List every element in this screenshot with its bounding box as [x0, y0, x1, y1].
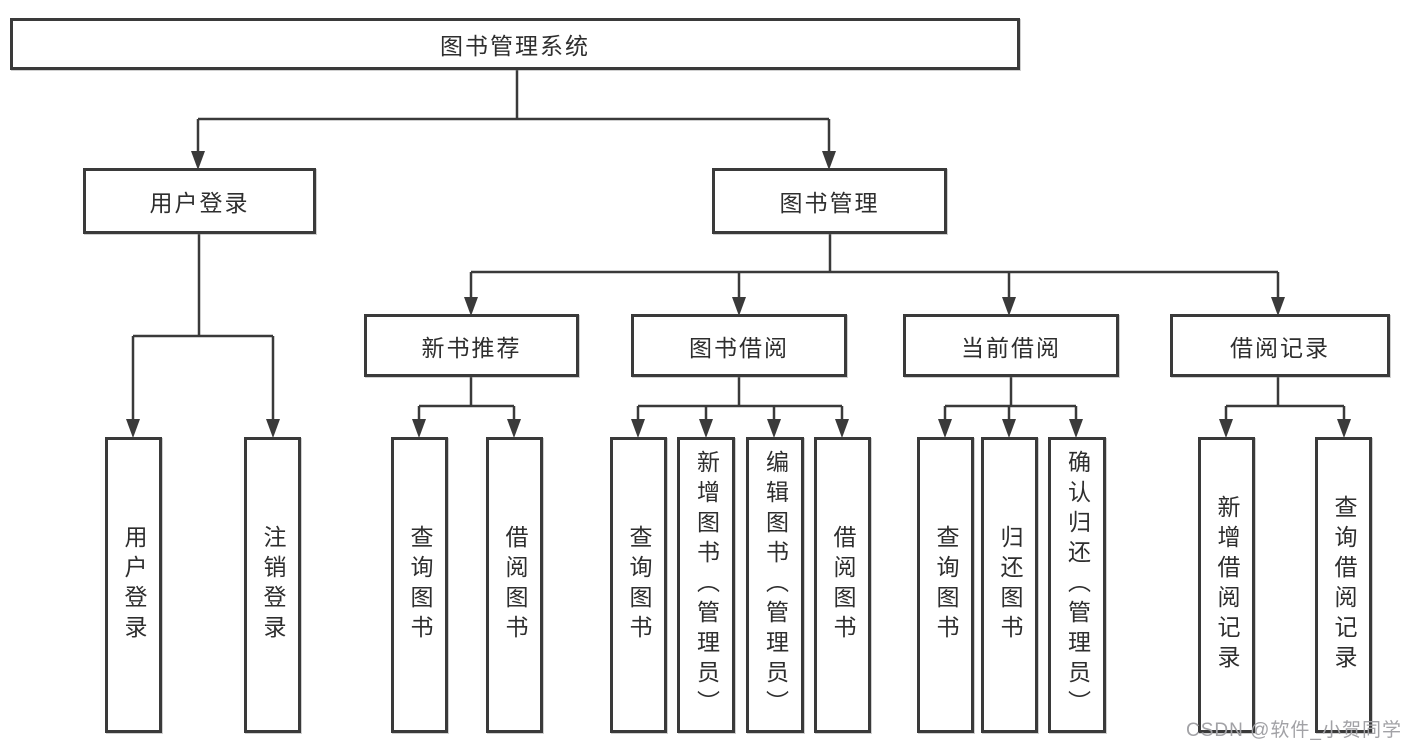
node-user-login: 用户登录	[83, 168, 316, 234]
leaf-logout: 注销登录	[244, 437, 301, 733]
node-label: 用户登录	[149, 190, 250, 216]
node-library-system-root: 图书管理系统	[10, 18, 1020, 70]
node-label: 查询图书	[626, 525, 652, 645]
connector-book-borrow-children	[636, 377, 844, 420]
connector-user-login-children	[131, 234, 275, 420]
connector-current-borrow-children	[943, 377, 1078, 420]
node-label: 新增借阅记录	[1214, 495, 1240, 675]
connector-book-management-children	[469, 234, 1280, 299]
connector-root-to-level2	[196, 70, 831, 152]
node-borrow-records: 借阅记录	[1170, 314, 1390, 377]
leaf-edit-books-admin: 编辑图书（管理员）	[746, 437, 804, 733]
leaf-query-books-borrow: 查询图书	[610, 437, 667, 733]
node-label: 新书推荐	[421, 334, 522, 361]
node-current-borrow: 当前借阅	[903, 314, 1119, 377]
watermark: CSDN @软件_小贺同学	[1186, 720, 1402, 741]
leaf-query-books-current: 查询图书	[917, 437, 974, 733]
leaf-add-books-admin: 新增图书（管理员）	[677, 437, 735, 733]
connector-borrow-records-children	[1224, 377, 1346, 420]
node-label: 图书管理系统	[440, 33, 590, 59]
leaf-query-books-recommend: 查询图书	[391, 437, 448, 733]
leaf-query-borrow-record: 查询借阅记录	[1315, 437, 1372, 733]
leaf-borrow-books-recommend: 借阅图书	[486, 437, 543, 733]
node-label: 新增图书（管理员）	[693, 450, 720, 720]
leaf-return-books: 归还图书	[981, 437, 1038, 733]
node-label: 借阅记录	[1230, 334, 1330, 361]
node-label: 归还图书	[997, 525, 1023, 645]
node-label: 编辑图书（管理员）	[762, 450, 789, 720]
node-book-management: 图书管理	[712, 168, 947, 234]
node-label: 图书借阅	[689, 334, 789, 361]
leaf-user-login: 用户登录	[105, 437, 162, 733]
node-label: 查询借阅记录	[1331, 495, 1357, 675]
leaf-add-borrow-record: 新增借阅记录	[1198, 437, 1255, 733]
node-label: 借阅图书	[830, 525, 856, 645]
node-label: 借阅图书	[502, 525, 528, 645]
connector-new-book-children	[417, 377, 516, 420]
node-book-borrow: 图书借阅	[631, 314, 847, 377]
node-label: 查询图书	[933, 525, 959, 645]
node-label: 查询图书	[407, 525, 433, 645]
node-new-book-recommend: 新书推荐	[364, 314, 579, 377]
node-label: 用户登录	[121, 525, 147, 645]
node-label: 注销登录	[260, 525, 286, 645]
node-label: 图书管理	[779, 190, 880, 216]
leaf-borrow-books: 借阅图书	[814, 437, 871, 733]
node-label: 当前借阅	[961, 334, 1061, 361]
leaf-confirm-return-admin: 确认归还（管理员）	[1048, 437, 1106, 733]
node-label: 确认归还（管理员）	[1064, 450, 1091, 720]
